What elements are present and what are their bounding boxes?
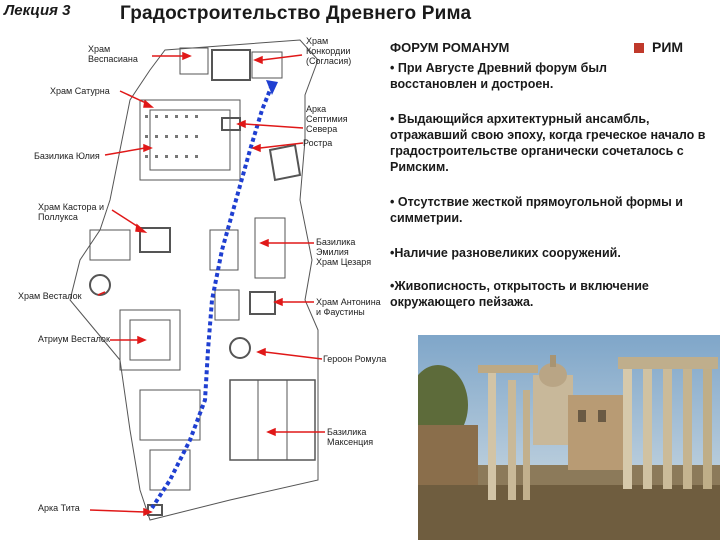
- label-atrium-vesta: Атриум Весталок: [38, 334, 110, 344]
- label-rostra: Ростра: [303, 138, 333, 148]
- lecture-number: Лекция 3: [4, 2, 71, 19]
- label-temple-vesta: Храм Весталок: [18, 291, 82, 301]
- label-arch-titus: Арка Тита: [38, 503, 80, 513]
- bullet-2: • Выдающийся архитектурный ансамбль, отр…: [390, 112, 706, 174]
- forum-title: ФОРУМ РОМАНУМ: [390, 40, 510, 55]
- bullet-1: • При Августе Древний форум был восстано…: [390, 61, 607, 91]
- description-panel: ФОРУМ РОМАНУМ РИМ: [390, 39, 716, 58]
- plan-structures: [69, 39, 319, 521]
- sacred-way-route: [150, 84, 274, 510]
- bullet-5: •Живописность, открытость и включение ок…: [390, 279, 649, 309]
- label-basilica-julia: Базилика Юлия: [34, 151, 100, 161]
- label-temple-castor: Храм Кастора и Поллукса: [38, 202, 105, 222]
- label-temple-saturn: Храм Сатурна: [50, 86, 110, 96]
- plan-column-dots: [145, 115, 198, 158]
- route-arrowhead: [266, 80, 278, 95]
- label-basilica-maxentius: Базилика Максенция: [327, 427, 374, 447]
- label-arch-severus: Арка Септимия Севера: [306, 104, 348, 134]
- panel-heading: ФОРУМ РОМАНУМ РИМ: [390, 39, 716, 58]
- label-temple-vespasian: Храм Веспасиана: [88, 44, 138, 64]
- label-temple-antoninus: Храм Антонина и Фаустины: [316, 297, 381, 317]
- label-arrows: [89, 51, 325, 517]
- label-heroon-romulus: Героон Ромула: [323, 354, 387, 364]
- bullet-3: • Отсутствие жесткой прямоугольной формы…: [390, 195, 683, 225]
- forum-ruins-photo: [418, 335, 720, 540]
- slide-title: Градостроительство Древнего Рима: [120, 3, 472, 24]
- rim-label: РИМ: [652, 39, 684, 55]
- rim-marker-icon: [634, 43, 644, 53]
- bullet-4: •Наличие разновеликих сооружений.: [390, 246, 621, 260]
- label-temple-concordia: Храм Конкордии (Согласия): [306, 36, 352, 66]
- label-basilica-aemilia: Базилика Эмилия Храм Цезаря: [316, 237, 372, 267]
